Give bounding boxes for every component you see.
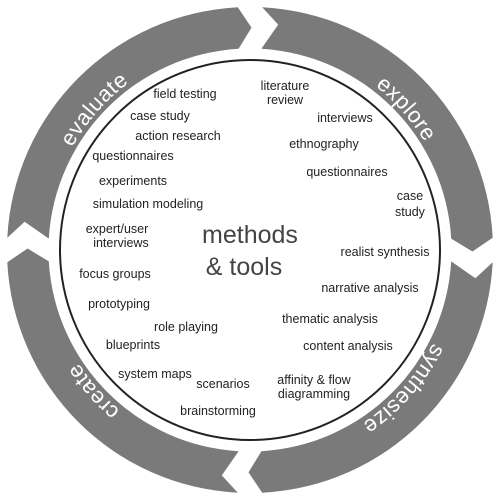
- method-literature: literature: [261, 79, 310, 93]
- method-ethnography: ethnography: [289, 137, 359, 151]
- method-case-study: case study: [130, 109, 191, 123]
- method-interviews-evaluate: interviews: [93, 236, 149, 250]
- method-case: case: [397, 189, 423, 203]
- method-thematic-analysis: thematic analysis: [282, 312, 378, 326]
- method-realist-synthesis: realist synthesis: [341, 245, 430, 259]
- method-role-playing: role playing: [154, 320, 218, 334]
- method-questionnaires-evaluate: questionnaires: [92, 149, 173, 163]
- center-title-line2: & tools: [206, 253, 282, 281]
- method-questionnaires-explore: questionnaires: [306, 165, 387, 179]
- method-scenarios: scenarios: [196, 377, 250, 391]
- method-affinity-flow: affinity & flow: [277, 373, 351, 387]
- method-simulation-modeling: simulation modeling: [93, 197, 204, 211]
- method-action-research: action research: [135, 129, 221, 143]
- method-prototyping: prototyping: [88, 297, 150, 311]
- cycle-ring: [7, 7, 493, 493]
- method-expert-user: expert/user: [86, 222, 149, 236]
- method-study: study: [395, 205, 426, 219]
- ring-segment-create: [7, 248, 239, 493]
- method-blueprints: blueprints: [106, 338, 160, 352]
- method-brainstorming: brainstorming: [180, 404, 256, 418]
- method-interviews-explore: interviews: [317, 111, 373, 125]
- method-diagramming: diagramming: [278, 387, 350, 401]
- ring-segment-explore: [261, 7, 493, 252]
- ring-segment-evaluate: [7, 7, 252, 239]
- center-title-line1: methods: [202, 221, 298, 249]
- inner-circle: [59, 59, 441, 441]
- method-review: review: [267, 93, 304, 107]
- method-focus-groups: focus groups: [79, 267, 151, 281]
- ring-segment-synthesize: [248, 261, 493, 493]
- method-field-testing: field testing: [153, 87, 216, 101]
- method-experiments: experiments: [99, 174, 167, 188]
- method-narrative-analysis: narrative analysis: [321, 281, 418, 295]
- method-content-analysis: content analysis: [303, 339, 393, 353]
- method-system-maps: system maps: [118, 367, 192, 381]
